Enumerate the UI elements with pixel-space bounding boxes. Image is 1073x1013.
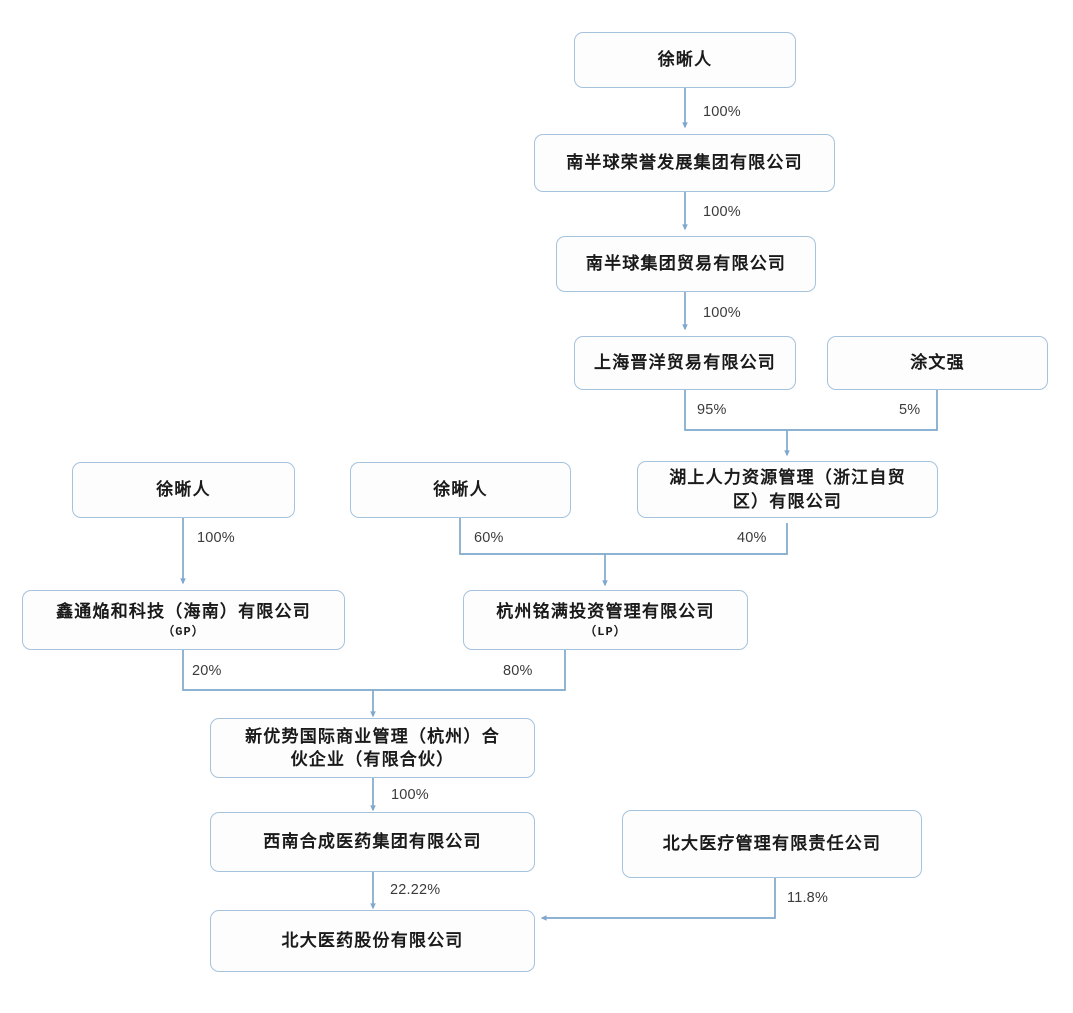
node-label: 南半球荣誉发展集团有限公司 [566,153,803,173]
node-label-sub: （GP） [162,624,205,639]
node-hushang-renli[interactable]: 湖上人力资源管理（浙江自贸 区）有限公司 [637,461,938,518]
node-xinan-hecheng[interactable]: 西南合成医药集团有限公司 [210,812,535,872]
edge-label-e9: 20% [192,663,222,679]
edge-label-e1: 100% [703,104,741,120]
node-hangzhou-mingman[interactable]: 杭州铭满投资管理有限公司 （LP） [463,590,748,650]
edge-label-e3: 100% [703,305,741,321]
node-label-line2: 伙企业（有限合伙） [290,750,455,769]
node-label: 新优势国际商业管理（杭州）合 [245,726,500,746]
edge-label-e11: 100% [391,787,429,803]
edge-label-e12: 22.22% [390,882,441,898]
node-label: 湖上人力资源管理（浙江自贸 [669,468,906,488]
connector-e13 [540,878,776,921]
node-nanbanqiu-rongyu[interactable]: 南半球荣誉发展集团有限公司 [534,134,835,192]
node-nanbanqiu-maoyi[interactable]: 南半球集团贸易有限公司 [556,236,816,292]
node-xu-xiren-top[interactable]: 徐晰人 [574,32,796,88]
node-label: 西南合成医药集团有限公司 [263,832,482,852]
node-xinyoushi[interactable]: 新优势国际商业管理（杭州）合 伙企业（有限合伙） [210,718,535,778]
edge-label-e6: 100% [197,530,235,546]
node-label: 徐晰人 [433,480,488,500]
node-beida-yiliao[interactable]: 北大医疗管理有限责任公司 [622,810,922,878]
node-label: 徐晰人 [657,50,713,70]
node-xintong-yanhe[interactable]: 鑫通焔和科技（海南）有限公司 （GP） [22,590,345,650]
edge-label-e2: 100% [703,204,741,220]
node-label: 上海晋洋贸易有限公司 [594,353,776,373]
node-shanghai-jinyang[interactable]: 上海晋洋贸易有限公司 [574,336,796,390]
node-xu-xiren-left[interactable]: 徐晰人 [72,462,295,518]
node-label: 杭州铭满投资管理有限公司 [496,601,715,621]
node-label: 徐晰人 [156,480,211,500]
node-tu-wenqiang[interactable]: 涂文强 [827,336,1048,390]
node-xu-xiren-mid[interactable]: 徐晰人 [350,462,571,518]
node-label: 北大医药股份有限公司 [281,931,464,951]
edge-label-e13: 11.8% [787,890,829,906]
edge-label-e10: 80% [503,663,533,679]
node-label: 南半球集团贸易有限公司 [585,254,787,274]
node-label-sub: （LP） [584,624,627,639]
node-label: 涂文强 [910,353,965,373]
node-label-line2: 区）有限公司 [732,491,843,511]
edge-label-e5: 5% [899,402,921,418]
edge-label-e7: 60% [474,530,504,546]
node-label: 鑫通焔和科技（海南）有限公司 [56,601,311,621]
edge-label-e8: 40% [737,530,767,546]
edge-label-e4: 95% [697,402,727,418]
node-label: 北大医疗管理有限责任公司 [662,834,882,854]
node-beida-yiyao[interactable]: 北大医药股份有限公司 [210,910,535,972]
connector-e10 [373,650,566,691]
